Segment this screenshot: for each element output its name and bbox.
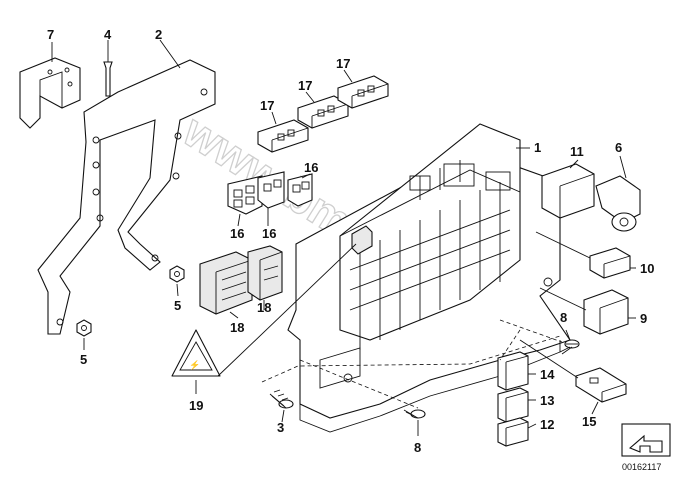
callout-4: 4 (104, 27, 112, 42)
callout-18: 18 (257, 300, 271, 315)
callout-5: 5 (80, 352, 87, 367)
part-5-nut-upper[interactable] (169, 265, 185, 283)
callout-16: 16 (304, 160, 318, 175)
part-18-connector-b[interactable] (247, 245, 283, 301)
callout-17: 17 (298, 78, 312, 93)
callout-9: 9 (640, 311, 647, 326)
callout-13: 13 (540, 393, 554, 408)
part-8-screw-bottom[interactable] (403, 409, 426, 419)
callout-8: 8 (414, 440, 421, 455)
svg-text:⚡: ⚡ (189, 359, 200, 371)
callout-5: 5 (174, 298, 181, 313)
orientation-arrow-box (621, 423, 671, 457)
leader-lines (51, 39, 636, 436)
callout-3: 3 (277, 420, 284, 435)
callout-18: 18 (230, 320, 244, 335)
callout-19: 19 (189, 398, 203, 413)
callout-numbers: 7 4 2 17 17 17 1 11 6 16 16 16 18 18 5 5… (47, 27, 654, 455)
part-2-bracket[interactable] (37, 59, 216, 335)
callout-1: 1 (534, 140, 541, 155)
callout-16: 16 (230, 226, 244, 241)
part-5-nut-lower[interactable] (76, 319, 92, 337)
callout-7: 7 (47, 27, 54, 42)
part-15-clip[interactable] (575, 367, 627, 403)
part-16-connector-c[interactable] (287, 173, 313, 207)
part-3-screw[interactable] (269, 389, 294, 409)
part-18-connector-a[interactable] (199, 251, 253, 315)
part-7-bracket[interactable] (19, 57, 81, 129)
part-17-connector-middle[interactable] (297, 95, 349, 129)
part-11-relay[interactable] (541, 163, 595, 219)
part-16-connector-b[interactable] (257, 171, 285, 209)
part-6-holder[interactable] (595, 175, 641, 232)
part-9-relay[interactable] (583, 289, 629, 335)
reference-number: 00162117 (622, 462, 661, 472)
callout-6: 6 (615, 140, 622, 155)
part-14-fuse[interactable] (497, 351, 529, 391)
callout-16: 16 (262, 226, 276, 241)
callout-17: 17 (260, 98, 274, 113)
part-8-screw-right[interactable] (559, 339, 580, 355)
callout-12: 12 (540, 417, 554, 432)
part-13-fuse[interactable] (497, 387, 529, 423)
callout-15: 15 (582, 414, 596, 429)
callout-10: 10 (640, 261, 654, 276)
part-1-fuse-box[interactable] (287, 123, 571, 433)
part-17-connector-left[interactable] (257, 119, 309, 153)
callout-11: 11 (570, 144, 584, 159)
callout-17: 17 (336, 56, 350, 71)
part-4-rivet[interactable] (103, 61, 113, 97)
part-19-warning-label[interactable]: ⚡ (171, 329, 221, 377)
callout-14: 14 (540, 367, 555, 382)
part-12-fuse[interactable] (497, 417, 529, 447)
callout-2: 2 (155, 27, 162, 42)
callout-8: 8 (560, 310, 567, 325)
part-10-relay[interactable] (589, 247, 631, 279)
part-17-connector-right[interactable] (337, 75, 389, 109)
part-16-connector-a[interactable] (227, 175, 263, 215)
